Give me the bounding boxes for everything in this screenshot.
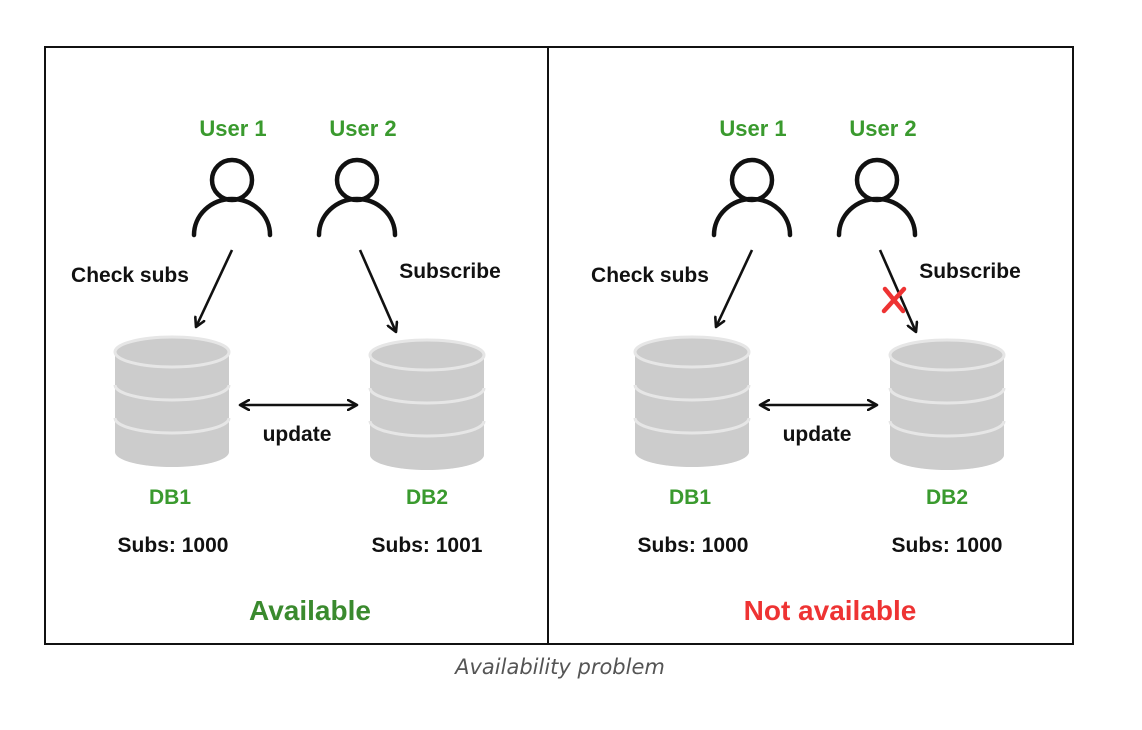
check-subs-label: Check subs xyxy=(71,264,189,287)
check-arrow xyxy=(716,249,754,327)
availability-diagram: User 1 User 2 Check subs Subscribe updateDB1… xyxy=(44,46,1074,645)
cross-icon xyxy=(881,286,907,314)
db2-subs: Subs: 1000 xyxy=(892,534,1003,557)
subscribe-label: Subscribe xyxy=(399,260,501,283)
subscribe-label: Subscribe xyxy=(919,260,1021,283)
update-label: update xyxy=(783,423,852,446)
status-label: Not available xyxy=(744,595,917,626)
db1-label: DB1 xyxy=(149,486,191,509)
user1-icon xyxy=(191,157,273,238)
db1-subs: Subs: 1000 xyxy=(118,534,229,557)
db1-icon xyxy=(633,335,751,467)
user1-icon xyxy=(711,157,793,238)
db1-icon xyxy=(113,335,231,467)
db2-subs: Subs: 1001 xyxy=(372,534,483,557)
db2-label: DB2 xyxy=(926,486,968,509)
subscribe-arrow xyxy=(878,249,916,332)
user1-label: User 1 xyxy=(199,116,266,141)
db2-icon xyxy=(368,338,486,470)
check-subs-label: Check subs xyxy=(591,264,709,287)
subscribe-arrow xyxy=(358,249,396,332)
user1-label: User 1 xyxy=(719,116,786,141)
user2-icon xyxy=(316,157,398,238)
db2-label: DB2 xyxy=(406,486,448,509)
user2-label: User 2 xyxy=(329,116,396,141)
user2-icon xyxy=(836,157,918,238)
db1-label: DB1 xyxy=(669,486,711,509)
update-label: update xyxy=(263,423,332,446)
check-arrow xyxy=(196,249,234,327)
db1-subs: Subs: 1000 xyxy=(638,534,749,557)
user2-label: User 2 xyxy=(849,116,916,141)
status-label: Available xyxy=(249,595,371,626)
figure-caption: Availability problem xyxy=(455,655,665,679)
panel-1: User 1 User 2 Check subs Subscribe updateDB1… xyxy=(71,116,501,626)
db2-icon xyxy=(888,338,1006,470)
panel-2: User 1 User 2 Check subs Subscribe updateDB1… xyxy=(591,116,1021,626)
